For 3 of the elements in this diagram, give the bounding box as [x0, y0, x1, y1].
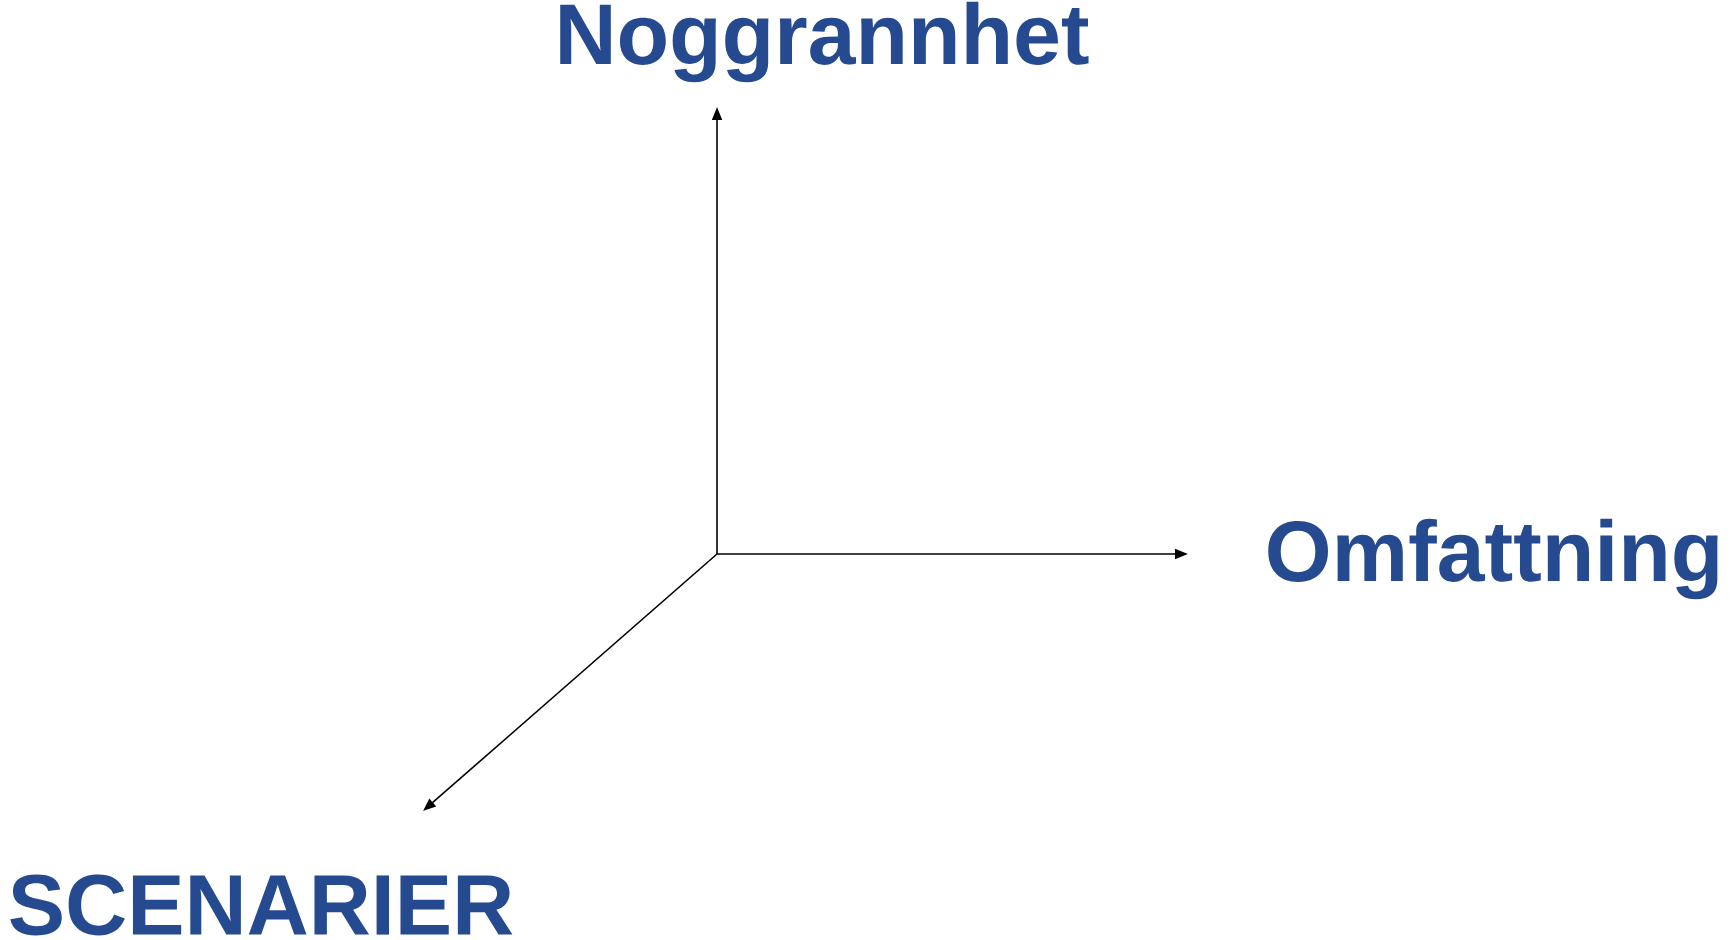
axis-label: Noggrannhet — [560, 1, 1089, 83]
axis-label: SCENARIER — [10, 874, 513, 936]
axis-label: Omfattning — [1268, 518, 1718, 600]
